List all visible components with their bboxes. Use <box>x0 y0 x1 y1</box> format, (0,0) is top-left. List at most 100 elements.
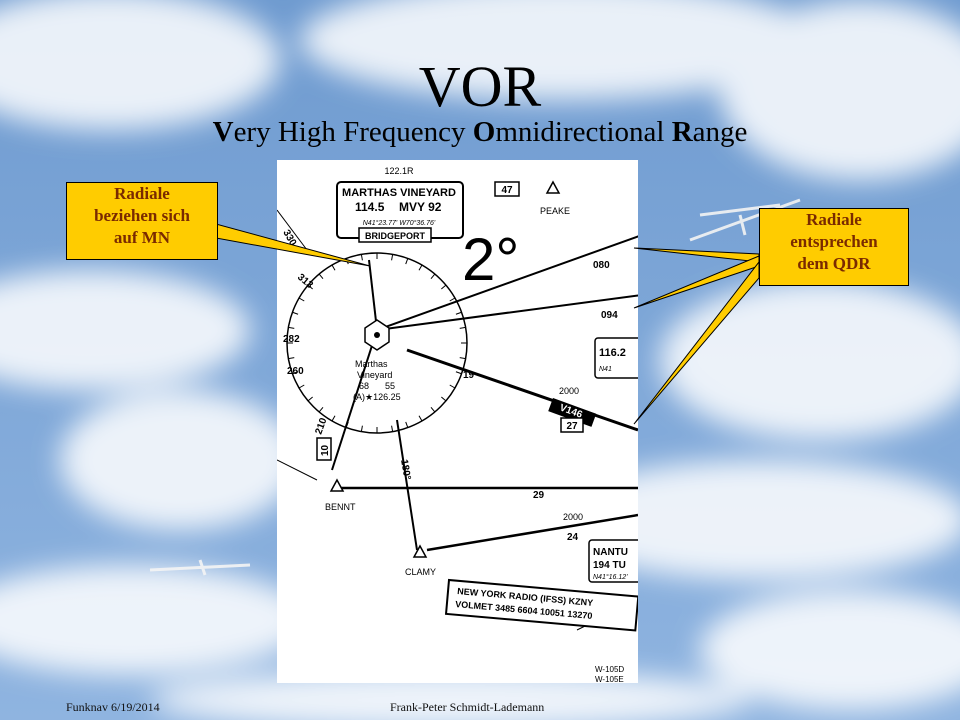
compass-tick <box>307 284 313 290</box>
compass-tick <box>318 273 324 279</box>
svg-text:68: 68 <box>359 381 369 391</box>
compass-tick <box>292 311 299 315</box>
svg-text:260: 260 <box>287 366 304 377</box>
station-info-box: 122.1R MARTHAS VINEYARD 114.5 MVY 92 N41… <box>336 166 464 243</box>
svg-text:MARTHAS VINEYARD: MARTHAS VINEYARD <box>342 187 456 199</box>
svg-text:180°: 180° <box>398 459 412 481</box>
compass-tick <box>405 258 409 265</box>
compass-tick <box>288 357 295 360</box>
svg-text:BRIDGEPORT: BRIDGEPORT <box>365 231 426 241</box>
radial-180-line <box>396 419 418 551</box>
radial-080-line <box>376 235 638 331</box>
svg-text:114.5: 114.5 <box>355 200 385 214</box>
subtitle-part: ery High Frequency <box>233 116 473 148</box>
svg-text:122.1R: 122.1R <box>384 166 414 176</box>
svg-text:2000: 2000 <box>559 386 579 396</box>
compass-tick <box>430 407 436 413</box>
slide-title: VOR <box>418 54 542 119</box>
svg-text:10: 10 <box>320 444 331 456</box>
footer-date: Funknav 6/19/2014 <box>66 700 160 714</box>
subtitle-part: ange <box>692 116 748 148</box>
compass-tick <box>418 264 423 271</box>
airway-24-line <box>426 513 638 552</box>
svg-text:MVY 92: MVY 92 <box>399 200 442 214</box>
svg-text:24: 24 <box>567 532 579 543</box>
svg-text:210: 210 <box>313 416 329 436</box>
compass-tick <box>360 425 363 432</box>
svg-text:194 TU: 194 TU <box>593 560 626 571</box>
compass-tick <box>391 425 394 432</box>
compass-tick <box>331 415 336 422</box>
svg-text:094: 094 <box>601 310 618 321</box>
radial-330-line <box>368 259 378 331</box>
svg-text:W-105E: W-105E <box>595 675 624 683</box>
compass-tick <box>449 297 456 302</box>
compass-tick <box>459 326 466 329</box>
svg-text:BENNT: BENNT <box>325 502 356 512</box>
compass-tick <box>459 357 466 360</box>
svg-text:19: 19 <box>463 370 475 381</box>
callout-line: auf MN <box>113 228 171 247</box>
radial-094-line <box>376 294 638 331</box>
svg-text:2000: 2000 <box>563 512 583 522</box>
svg-text:116.2: 116.2 <box>599 347 626 359</box>
compass-tick <box>455 371 462 375</box>
slide-subtitle: Very High Frequency Omnidirectional Rang… <box>0 114 960 150</box>
svg-text:NANTU: NANTU <box>593 547 628 558</box>
subtitle-part: R <box>671 116 693 148</box>
svg-text:Vineyard: Vineyard <box>357 370 392 380</box>
compass-tick <box>441 284 447 290</box>
vor-station-symbol <box>364 319 390 351</box>
compass-tick <box>430 273 436 279</box>
fix-clamy-triangle <box>412 544 428 558</box>
magnetic-variation: 2° <box>462 226 519 293</box>
svg-text:27: 27 <box>566 421 578 432</box>
svg-text:282: 282 <box>283 334 300 345</box>
compass-tick <box>318 407 324 413</box>
compass-tick <box>345 258 349 265</box>
svg-text:PEAKE: PEAKE <box>540 206 570 216</box>
compass-tick <box>292 371 299 375</box>
svg-text:330: 330 <box>280 228 298 248</box>
fix-bennt-triangle <box>329 478 345 492</box>
compass-tick <box>405 421 409 428</box>
svg-text:47: 47 <box>501 185 513 196</box>
radial-210-line <box>331 329 378 471</box>
compass-tick <box>418 415 423 422</box>
svg-text:55: 55 <box>385 381 395 391</box>
svg-text:N41°16.12': N41°16.12' <box>593 573 628 581</box>
svg-text:29: 29 <box>533 490 545 501</box>
svg-text:080: 080 <box>593 260 610 271</box>
callout-line: entsprechen <box>790 232 878 251</box>
callout-line: beziehen sich <box>94 206 190 225</box>
svg-text:CLAMY: CLAMY <box>405 567 436 577</box>
svg-text:N41: N41 <box>599 366 612 373</box>
callout-line: dem QDR <box>797 254 871 273</box>
subtitle-part: mnidirectional <box>495 116 672 148</box>
svg-text:(A)★126.25: (A)★126.25 <box>353 392 401 402</box>
svg-text:Marthas: Marthas <box>355 359 388 369</box>
callout-magnetic-north: Radiale beziehen sich auf MN <box>66 182 218 260</box>
svg-text:N41°23.77' W70°36.76': N41°23.77' W70°36.76' <box>363 219 436 227</box>
compass-tick <box>307 396 313 402</box>
footer-author: Frank-Peter Schmidt-Lademann <box>390 700 545 714</box>
callout-line: Radiale <box>114 184 170 203</box>
compass-tick <box>331 264 336 271</box>
compass-tick <box>298 297 305 302</box>
svg-text:W-105D: W-105D <box>595 665 624 674</box>
fix-peake-triangle <box>545 180 561 194</box>
chart-drawing: 122.1R MARTHAS VINEYARD 114.5 MVY 92 N41… <box>277 166 638 683</box>
aeronautical-chart: 122.1R MARTHAS VINEYARD 114.5 MVY 92 N41… <box>277 160 638 683</box>
compass-tick <box>441 396 447 402</box>
subtitle-part: V <box>212 116 234 148</box>
compass-tick <box>449 384 456 389</box>
compass-tick <box>298 384 305 389</box>
callout-line: Radiale <box>806 210 862 229</box>
callout-qdr: Radiale entsprechen dem QDR <box>759 208 909 286</box>
airway-v146-line <box>406 348 638 432</box>
compass-tick <box>360 254 363 261</box>
compass-tick <box>345 421 349 428</box>
subtitle-part: O <box>472 116 496 148</box>
compass-tick <box>288 326 295 329</box>
compass-tick <box>455 311 462 315</box>
